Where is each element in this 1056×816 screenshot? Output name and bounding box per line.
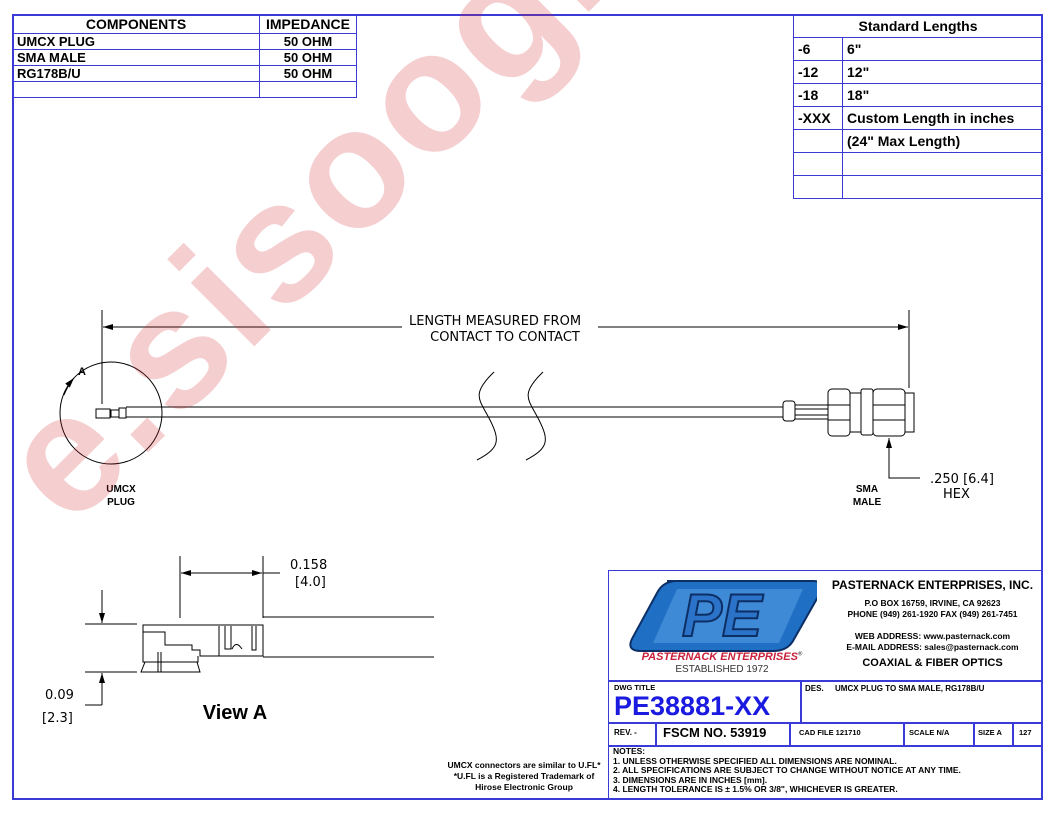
hex-leader	[886, 438, 920, 479]
length-value: 18"	[842, 83, 1043, 107]
company-phone: PHONE (949) 261-1920 FAX (949) 261-7451	[847, 609, 1018, 619]
sma-male-shape	[782, 388, 915, 437]
company-logo: PE	[627, 579, 817, 653]
view-a-width-dim-mm: [4.0]	[295, 575, 326, 590]
title-block: PE PASTERNACK ENTERPRISES® ESTABLISHED 1…	[608, 570, 1043, 800]
length-value	[842, 175, 1043, 199]
cad-file: CAD FILE 121710	[799, 728, 861, 737]
length-code: -6	[793, 37, 843, 61]
detail-arrow	[63, 377, 75, 396]
note-item: 2. ALL SPECIFICATIONS ARE SUBJECT TO CHA…	[613, 765, 961, 775]
break-line	[476, 371, 497, 461]
footnote-line: UMCX connectors are similar to U.FL*	[447, 760, 601, 770]
logo-letters: PE	[681, 582, 763, 650]
drawing-number: PE38881-XX	[614, 691, 771, 721]
company-tagline: COAXIAL & FIBER OPTICS	[862, 657, 1003, 669]
des-label: DES.	[805, 684, 824, 693]
length-value: (24" Max Length)	[842, 129, 1043, 153]
left-connector-label: PLUG	[107, 497, 135, 508]
table-row: (24" Max Length)	[793, 129, 1043, 153]
right-connector-label: MALE	[853, 497, 882, 508]
footnote-line: *U.FL is a Registered Trademark of	[454, 771, 595, 781]
left-connector-label: UMCX	[106, 484, 136, 495]
table-row	[793, 152, 1043, 176]
view-a-title: View A	[203, 702, 267, 724]
logo-established: ESTABLISHED 1972	[675, 664, 769, 675]
view-a-detail	[85, 556, 434, 706]
revision: REV. -	[614, 728, 637, 737]
detail-marker-label: A	[78, 366, 86, 378]
company-name: PASTERNACK ENTERPRISES, INC.	[831, 578, 1034, 592]
company-address: P.O BOX 16759, IRVINE, CA 92623	[864, 598, 1001, 608]
component-name: SMA MALE	[12, 49, 260, 66]
view-a-width-dim: 0.158	[290, 558, 327, 573]
notes-label: NOTES:	[613, 746, 646, 756]
length-code: -12	[793, 60, 843, 84]
scale: SCALE N/A	[909, 728, 950, 737]
drawing-frame	[12, 14, 1043, 800]
standard-lengths-title: Standard Lengths	[793, 14, 1043, 38]
header-impedance: IMPEDANCE	[259, 14, 357, 34]
length-code: -18	[793, 83, 843, 107]
umcx-plug-shape	[95, 407, 127, 419]
logo-company-name: PASTERNACK ENTERPRISES®	[627, 651, 817, 663]
right-connector-label: SMA	[856, 484, 878, 495]
length-value	[842, 152, 1043, 176]
component-impedance: 50 OHM	[259, 49, 357, 66]
company-web: WEB ADDRESS: www.pasternack.com	[854, 631, 1011, 641]
notes: NOTES: 1. UNLESS OTHERWISE SPECIFIED ALL…	[613, 746, 961, 795]
note-item: 4. LENGTH TOLERANCE IS ± 1.5% OR 3/8", W…	[613, 784, 898, 794]
hex-dimension: .250 [6.4]	[930, 472, 994, 487]
dwg-title-label: DWG TITLE	[614, 683, 656, 692]
footnote-line: Hirose Electronic Group	[475, 782, 573, 792]
note-item: 3. DIMENSIONS ARE IN INCHES [mm].	[613, 774, 768, 785]
view-a-height-dim-mm: [2.3]	[42, 711, 73, 726]
company-email: E-MAIL ADDRESS: sales@pasternack.com	[846, 642, 1019, 652]
view-a-height-dim: 0.09	[45, 688, 74, 703]
description: UMCX PLUG TO SMA MALE, RG178B/U	[835, 684, 985, 693]
detail-circle	[59, 361, 163, 465]
length-code	[793, 175, 843, 199]
sheet-size: SIZE A	[978, 728, 1002, 737]
length-label-line1: LENGTH MEASURED FROM	[409, 314, 581, 329]
sheet-number: 127	[1019, 728, 1032, 737]
length-label-line2: CONTACT TO CONTACT	[430, 330, 580, 345]
table-row	[12, 81, 357, 98]
fscm-number: FSCM NO. 53919	[663, 725, 767, 740]
registered-mark: ®	[797, 651, 803, 658]
break-line	[525, 371, 546, 461]
note-item: 1. UNLESS OTHERWISE SPECIFIED ALL DIMENS…	[613, 755, 897, 766]
hex-label: HEX	[943, 487, 970, 502]
logo-company-text: PASTERNACK ENTERPRISES	[641, 651, 798, 663]
length-value: 12"	[842, 60, 1043, 84]
table-row	[793, 175, 1043, 199]
component-impedance	[259, 81, 357, 98]
